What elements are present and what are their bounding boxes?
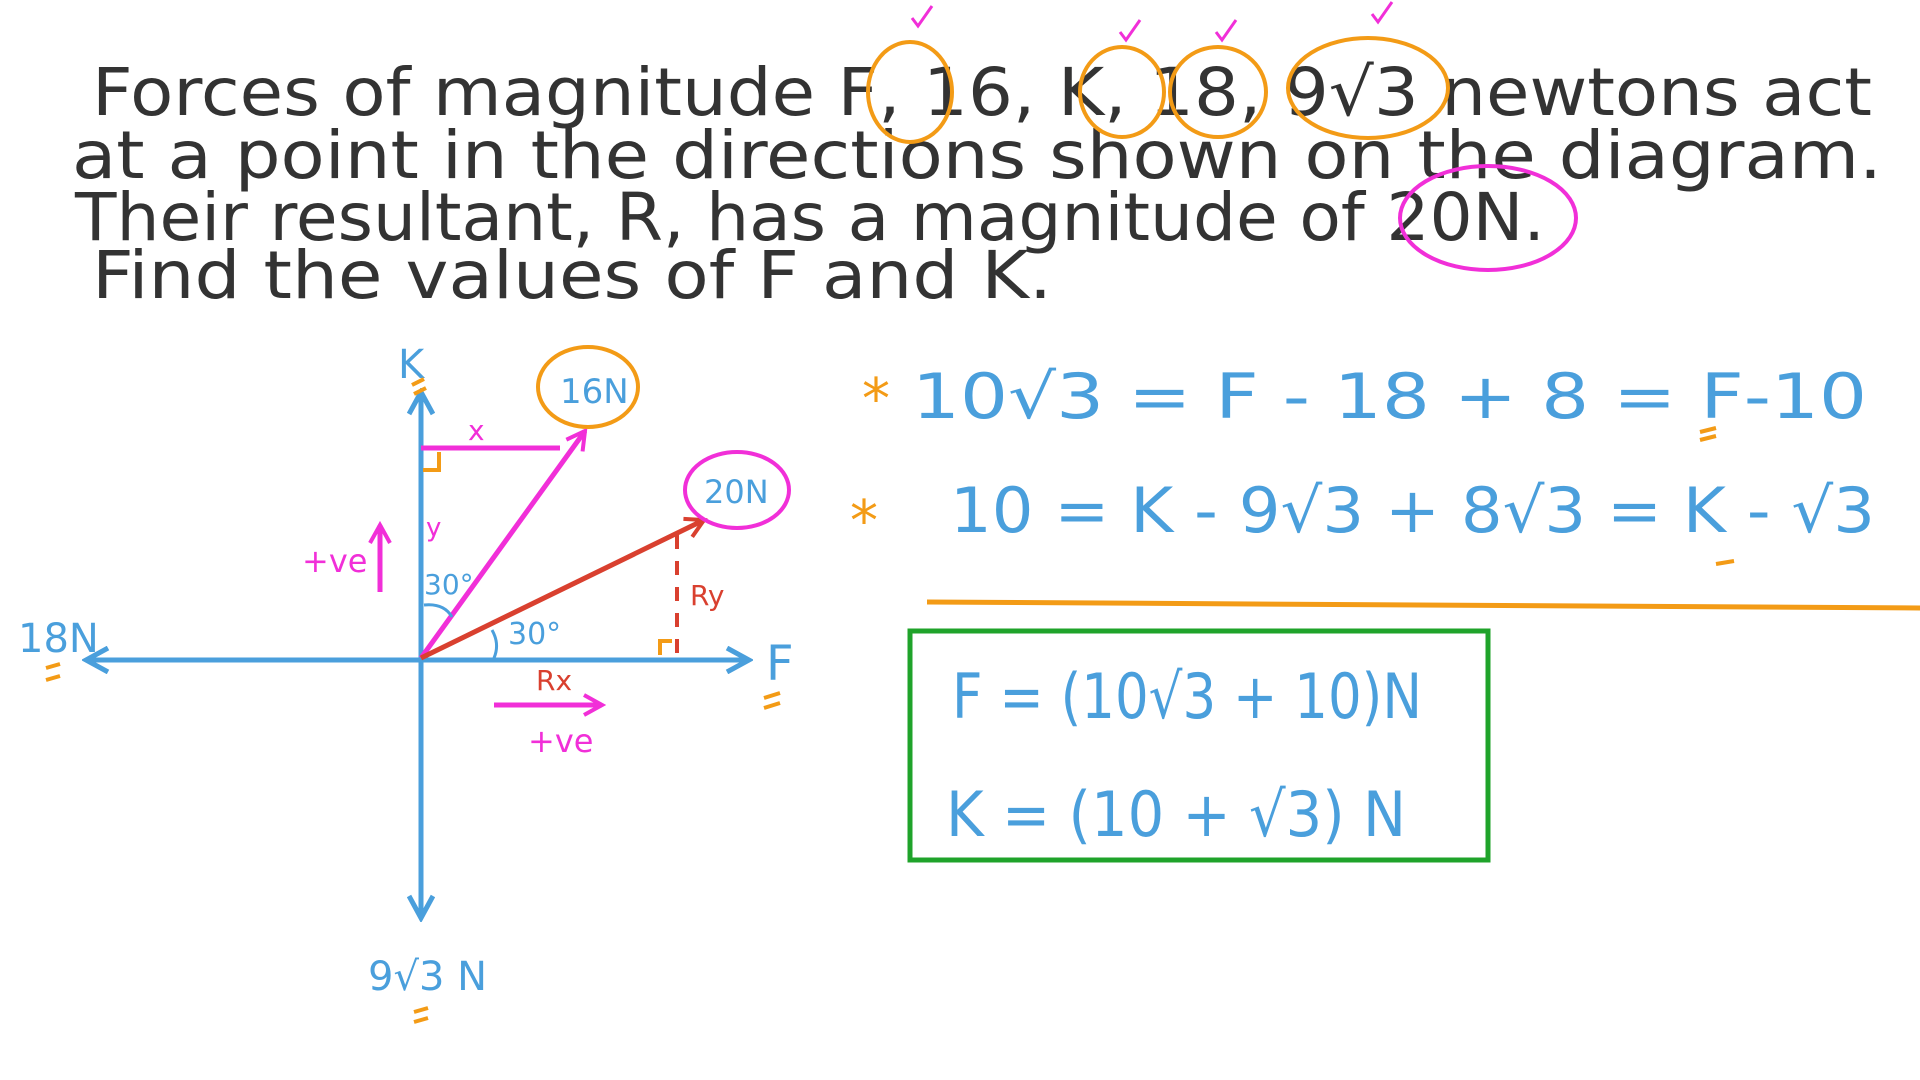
label-rx: Rx bbox=[536, 664, 572, 697]
underline-marks bbox=[45, 377, 781, 1024]
divider-line bbox=[926, 599, 1920, 611]
right-angle-mark bbox=[423, 452, 441, 472]
resultant-arrow bbox=[419, 520, 704, 661]
star-marker: * bbox=[862, 367, 890, 432]
star-marker: * bbox=[850, 489, 878, 554]
equation-1: 10√3 = F - 18 + 8 = F-10 bbox=[912, 360, 1867, 433]
16n-force-arrow bbox=[418, 431, 585, 660]
answer-box bbox=[907, 628, 1491, 863]
answer-f: F = (10√3 + 10)N bbox=[952, 660, 1422, 733]
label-x: x bbox=[468, 414, 485, 447]
question-line-3: Their resultant, R, has a magnitude of 2… bbox=[74, 179, 1545, 256]
force-diagram: K 16N 20N 18N F 9√3 N x y 30° 30° Rx Ry … bbox=[18, 342, 794, 1024]
label-y: y bbox=[426, 513, 441, 543]
question-line-2: at a point in the directions shown on th… bbox=[72, 117, 1882, 194]
label-f: F bbox=[766, 636, 794, 692]
label-9root3n: 9√3 N bbox=[368, 954, 487, 1000]
label-ry: Ry bbox=[690, 579, 725, 612]
label-20n: 20N bbox=[704, 473, 769, 511]
checkmark-icons bbox=[910, 1, 1394, 43]
label-18n: 18N bbox=[18, 616, 99, 662]
underline-marks bbox=[1699, 426, 1735, 566]
label-positive-right: +ve bbox=[528, 722, 593, 760]
angle-arc bbox=[423, 603, 454, 618]
highlight-annotations bbox=[866, 1, 1578, 272]
label-16n: 16N bbox=[560, 372, 629, 412]
answer-k: K = (10 + √3) N bbox=[946, 778, 1406, 851]
right-angle-mark bbox=[658, 639, 672, 655]
equation-2: 10 = K - 9√3 + 8√3 = K - √3 bbox=[950, 474, 1875, 547]
angle-arc bbox=[490, 629, 499, 659]
angle-label-1: 30° bbox=[424, 568, 474, 601]
question-line-1: Forces of magnitude F, 16, K, 18, 9√3 ne… bbox=[92, 54, 1872, 131]
label-positive-up: +ve bbox=[302, 542, 367, 580]
angle-label-2: 30° bbox=[508, 617, 561, 652]
question-line-4: Find the values of F and K. bbox=[92, 237, 1052, 314]
